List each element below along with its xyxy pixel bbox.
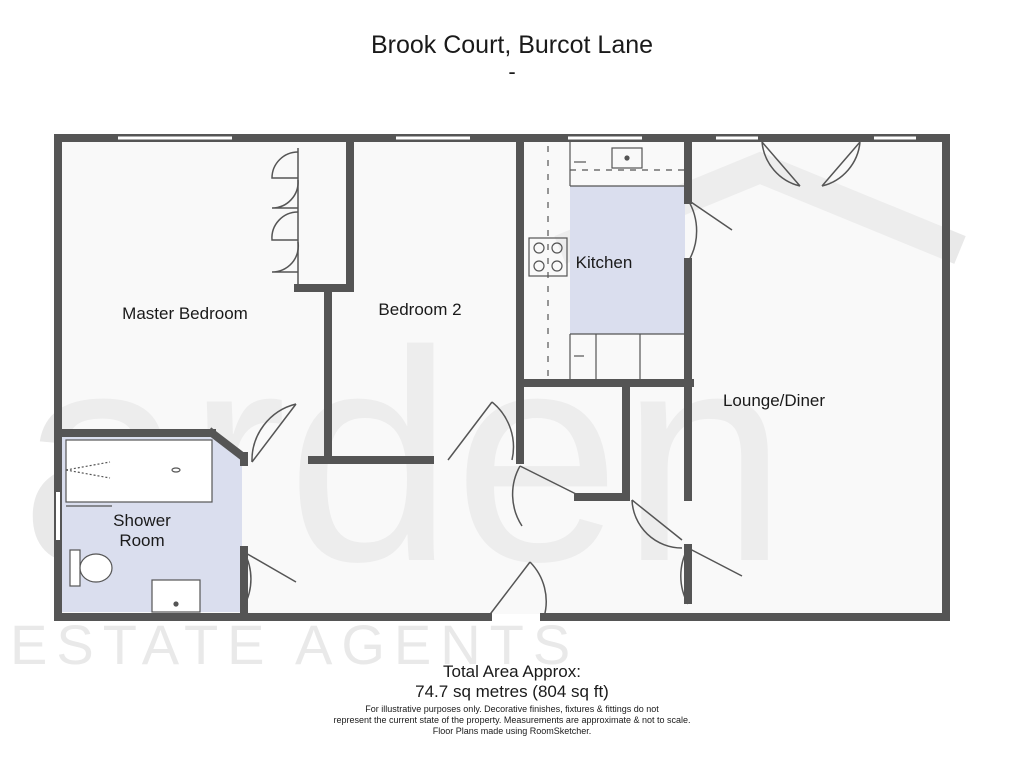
shower-drain <box>171 467 181 473</box>
label-shower-room: Shower Room <box>100 511 184 551</box>
property-title: Brook Court, Burcot Lane <box>370 31 654 59</box>
label-shower-line-1: Shower <box>113 511 171 530</box>
plan-footer: Total Area Approx: 74.7 sq metres (804 s… <box>0 662 1024 737</box>
shower-tray <box>65 439 213 503</box>
door-shower-room <box>243 551 297 607</box>
window-frames <box>118 135 916 141</box>
doors <box>243 141 861 618</box>
kitchen-sink <box>611 147 643 169</box>
kitchen-fittings <box>528 142 685 380</box>
disclaimer-line-1: For illustrative purposes only. Decorati… <box>365 704 659 714</box>
plan-header: Brook Court, Burcot Lane - <box>0 30 1024 84</box>
door-lounge <box>680 547 743 605</box>
wardrobe-doors <box>271 148 300 284</box>
toilet-cistern <box>69 549 81 587</box>
disclaimer-line-2: represent the current state of the prope… <box>333 715 691 725</box>
shower-wall-angle <box>206 427 248 462</box>
wash-basin <box>151 579 201 613</box>
total-area-value: 74.7 sq metres (804 sq ft) <box>415 682 609 701</box>
wardrobe-door-1 <box>271 151 299 179</box>
door-kitchen <box>687 199 733 263</box>
windows <box>56 136 916 540</box>
wardrobe-door-3 <box>271 211 299 241</box>
disclaimer: For illustrative purposes only. Decorati… <box>0 704 1024 737</box>
hob <box>528 237 568 277</box>
toilet-bowl <box>79 553 113 583</box>
watermark-tagline: ESTATE AGENTS <box>10 613 580 676</box>
door-patio-right <box>821 141 861 187</box>
disclaimer-line-3: Floor Plans made using RoomSketcher. <box>432 726 592 736</box>
kitchen-floor <box>570 186 685 334</box>
bathroom-fittings <box>65 439 213 613</box>
walls <box>54 134 950 621</box>
label-kitchen: Kitchen <box>575 253 633 272</box>
label-shower-line-2: Room <box>119 531 165 550</box>
door-master-bedroom <box>251 403 297 463</box>
door-cupboard <box>631 499 683 549</box>
door-patio-left <box>761 141 801 187</box>
label-master-bedroom: Master Bedroom <box>122 304 248 323</box>
label-lounge-diner: Lounge/Diner <box>722 391 826 410</box>
door-entrance <box>487 561 547 618</box>
total-area-heading: Total Area Approx: <box>443 662 581 681</box>
door-bedroom-2 <box>447 401 515 461</box>
property-subtitle: - <box>508 59 516 84</box>
label-bedroom-2: Bedroom 2 <box>378 300 462 319</box>
door-hall <box>511 465 577 527</box>
